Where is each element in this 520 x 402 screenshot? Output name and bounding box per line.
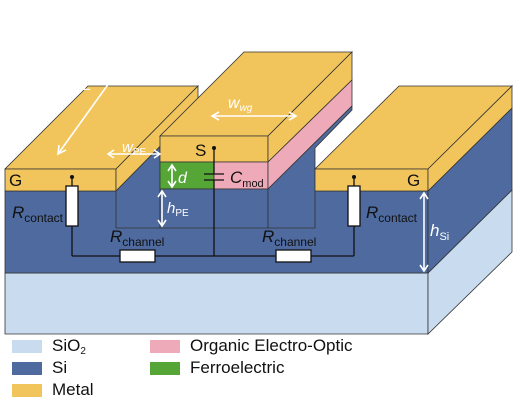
- legend-swatch-organic: [150, 339, 180, 353]
- legend: SiO2 Si Metal Organic Electro-Optic Ferr…: [12, 336, 512, 400]
- hsi-arrow-head-bottom: [419, 264, 429, 273]
- legend-item-metal: Metal: [12, 380, 94, 400]
- wwg-arrow-head-right: [288, 111, 298, 121]
- label-wwg: wwg: [228, 95, 253, 114]
- resistor-channel-right: [275, 249, 312, 263]
- length-arrow: [57, 39, 141, 155]
- sio2-substrate-front: [4, 272, 429, 335]
- legend-item-ferroelectric: Ferroelectric: [150, 358, 284, 378]
- hpe-arrow-head-bottom: [157, 219, 167, 228]
- legend-item-si: Si: [12, 358, 67, 378]
- label-rchannel-right: Rchannel: [262, 227, 316, 249]
- label-rcontact-left: Rcontact: [12, 203, 64, 225]
- label-cmod: Cmod: [230, 168, 264, 190]
- d-arrow-head-top: [167, 163, 177, 172]
- legend-swatch-ferroelectric: [150, 361, 180, 375]
- device-schematic: L wwg wPE S G G d Cmod hPE Rcontact Rcon…: [4, 38, 513, 335]
- length-arrow-head-bottom: [57, 144, 67, 156]
- label-hpe: hPE: [167, 200, 189, 219]
- legend-label-si: Si: [52, 358, 68, 377]
- hsi-arrow-head-top: [419, 191, 429, 200]
- legend-label-ferroelectric: Ferroelectric: [190, 358, 285, 377]
- right-metal-side: [427, 85, 513, 192]
- length-arrow-head-top: [130, 38, 141, 50]
- label-ground-right: G: [407, 171, 420, 190]
- wwg-arrow-head-left: [210, 111, 220, 121]
- terminal-right-dot: [352, 175, 356, 179]
- label-rcontact-right: Rcontact: [366, 203, 418, 225]
- resistor-contact-right: [347, 185, 361, 227]
- resistor-contact-left: [65, 185, 79, 227]
- terminal-center-dot: [212, 146, 216, 150]
- label-hsi: hSi: [430, 221, 449, 243]
- legend-label-sio2: SiO2: [52, 335, 86, 357]
- legend-item-sio2: SiO2: [12, 335, 86, 357]
- ferroelectric-layer: [159, 161, 215, 190]
- wpe-arrow-head-left: [106, 149, 115, 159]
- label-signal-S: S: [195, 141, 206, 160]
- legend-swatch-metal: [12, 383, 42, 397]
- wpe-arrow-head-right: [153, 149, 162, 159]
- legend-item-organic: Organic Electro-Optic: [150, 336, 353, 356]
- resistor-channel-left: [119, 249, 156, 263]
- label-ground-left: G: [9, 171, 22, 190]
- legend-swatch-sio2: [12, 339, 42, 353]
- hpe-arrow-head-top: [157, 189, 167, 198]
- label-d: d: [178, 170, 188, 187]
- dimension-arrows: [57, 38, 429, 273]
- legend-swatch-si: [12, 361, 42, 375]
- legend-label-organic: Organic Electro-Optic: [190, 336, 353, 355]
- legend-label-metal: Metal: [52, 380, 94, 399]
- right-trench-wall: [267, 105, 353, 229]
- label-length: L: [82, 75, 91, 94]
- equivalent-circuit: [71, 148, 355, 257]
- label-rchannel-left: Rchannel: [110, 227, 164, 249]
- label-wpe: wPE: [122, 139, 147, 158]
- terminal-left-dot: [70, 175, 74, 179]
- d-arrow-head-bottom: [167, 180, 177, 189]
